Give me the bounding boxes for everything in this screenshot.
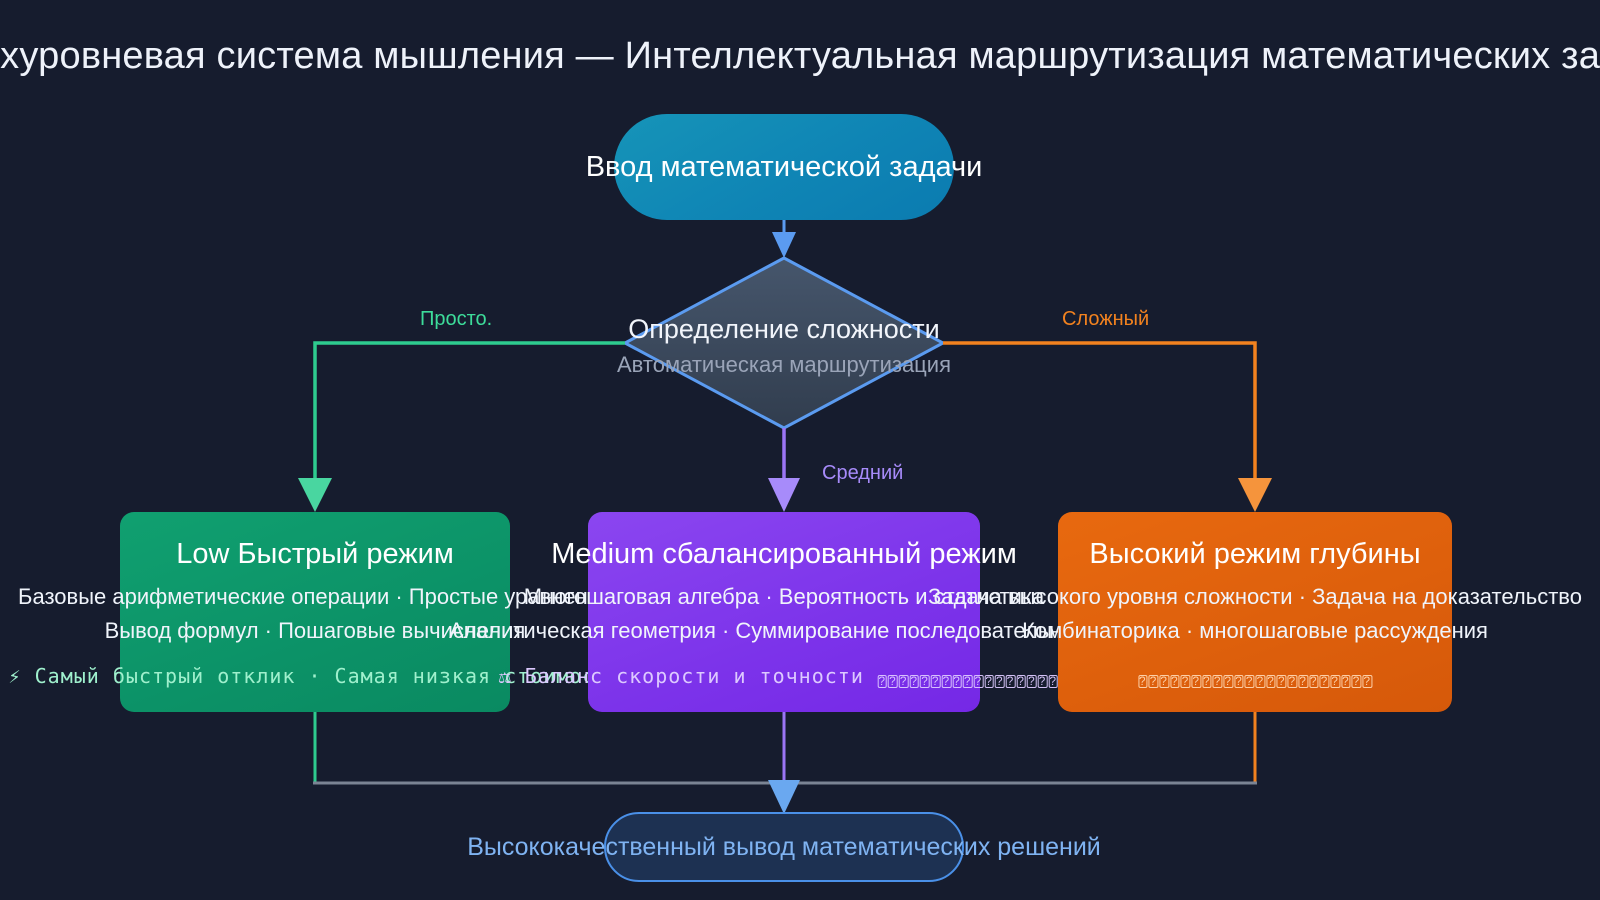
mode-box-high[interactable]: Высокий режим глубины Задача высокого ур… bbox=[928, 512, 1582, 712]
edge-decision-to-low bbox=[298, 341, 625, 512]
input-node[interactable]: Ввод математической задачи bbox=[586, 114, 982, 220]
mode-medium-footer-tofu bbox=[877, 664, 1069, 689]
edge-decision-to-medium bbox=[768, 428, 800, 512]
bolt-icon: ⚡ bbox=[8, 664, 22, 688]
scales-icon: ⚖ bbox=[498, 664, 512, 688]
mode-high-footer-tofu bbox=[1137, 664, 1373, 689]
edge-label-hard: Сложный bbox=[1062, 308, 1150, 330]
mode-high-desc-line1: Задача высокого уровня сложности · Задач… bbox=[928, 584, 1582, 609]
mode-high-footer bbox=[1137, 664, 1373, 689]
decision-node-title: Определение сложности bbox=[628, 314, 940, 344]
mode-medium-footer-text: Баланс скорости и точности bbox=[524, 664, 864, 688]
decision-node[interactable]: Определение сложности Автоматическая мар… bbox=[617, 258, 951, 428]
mode-low-title: Low Быстрый режим bbox=[176, 538, 454, 570]
mode-low-desc-line2: Вывод формул · Пошаговые вычисления bbox=[104, 618, 526, 643]
mode-high-title: Высокий режим глубины bbox=[1089, 538, 1421, 570]
mode-box-low[interactable]: Low Быстрый режим Базовые арифметические… bbox=[9, 512, 620, 712]
edge-decision-to-high bbox=[943, 341, 1272, 512]
mode-box-medium[interactable]: Medium сбалансированный режим Многошагов… bbox=[449, 512, 1119, 712]
mode-low-desc-line1: Базовые арифметические операции · Просты… bbox=[18, 584, 612, 609]
mode-medium-desc-line2: Аналитическая геометрия · Суммирование п… bbox=[449, 618, 1119, 643]
edge-merge-to-output bbox=[768, 780, 800, 814]
edge-label-simple: Просто. bbox=[420, 308, 493, 330]
decision-node-subtitle: Автоматическая маршрутизация bbox=[617, 352, 951, 377]
page-title: Трехуровневая система мышления — Интелле… bbox=[0, 35, 1600, 77]
mode-low-footer: ⚡ Самый быстрый отклик · Самая низкая ст… bbox=[9, 664, 622, 688]
input-node-label: Ввод математической задачи bbox=[585, 150, 983, 183]
mode-low-footer-text: Самый быстрый отклик · Самая низкая стои… bbox=[34, 664, 622, 688]
mode-medium-desc-line1: Многошаговая алгебра · Вероятность и ста… bbox=[523, 584, 1045, 609]
mode-medium-footer: ⚖ Баланс скорости и точности bbox=[498, 664, 1070, 689]
mode-medium-title: Medium сбалансированный режим bbox=[551, 538, 1017, 570]
edge-input-to-decision bbox=[772, 220, 796, 258]
edge-label-medium: Средний bbox=[822, 462, 904, 484]
mode-high-desc-line2: Комбинаторика · многошаговые рассуждения bbox=[1022, 618, 1488, 643]
output-node-label: Высококачественный вывод математических … bbox=[467, 832, 1101, 861]
output-node[interactable]: Высококачественный вывод математических … bbox=[467, 812, 1101, 882]
